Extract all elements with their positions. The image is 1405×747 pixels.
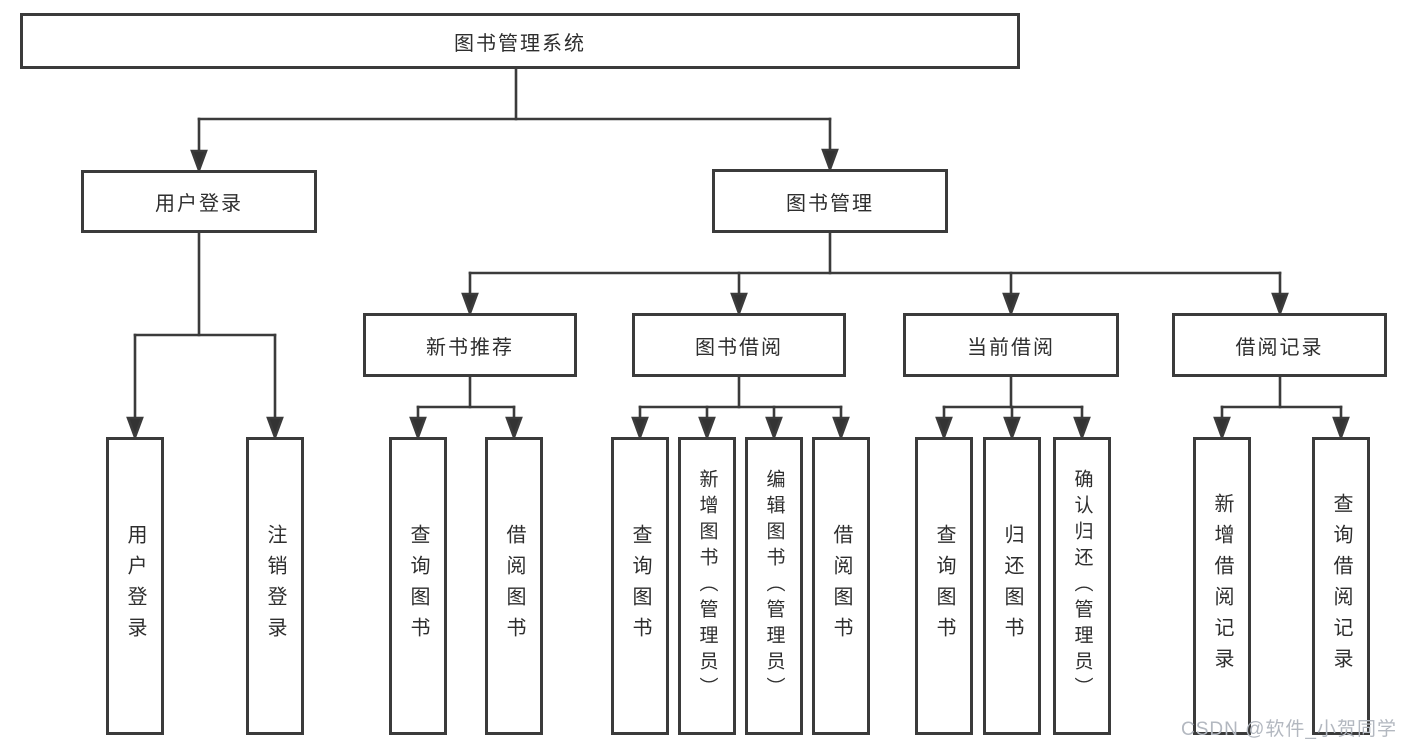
- connector-new-book-recommend: [409, 375, 523, 441]
- arrowhead: [1002, 292, 1020, 317]
- node-book-management-label: 图书管理: [786, 192, 874, 215]
- connector-root: [190, 67, 839, 174]
- leaf-query-books-recommend: 查询图书: [389, 437, 447, 735]
- leaf-confirm-return-admin-label: 确认归还（管理员）: [1071, 469, 1093, 703]
- node-borrow-records: 借阅记录: [1172, 313, 1387, 377]
- arrowhead: [266, 416, 284, 441]
- arrowhead: [461, 292, 479, 317]
- connector-current-borrowing: [935, 375, 1091, 441]
- connector-book-borrowing: [631, 375, 850, 441]
- leaf-add-borrow-record-label: 新增借阅记录: [1211, 493, 1233, 679]
- arrowhead: [1332, 416, 1350, 441]
- leaf-query-borrow-record-label: 查询借阅记录: [1330, 493, 1352, 679]
- leaf-borrow-books-recommend-label: 借阅图书: [503, 524, 525, 648]
- leaf-query-books-current: 查询图书: [915, 437, 973, 735]
- arrowhead: [190, 149, 208, 174]
- leaf-query-books-recommend-label: 查询图书: [407, 524, 429, 648]
- node-new-book-recommend: 新书推荐: [363, 313, 577, 377]
- node-user-login: 用户登录: [81, 170, 317, 233]
- connector-user-login: [126, 231, 284, 441]
- leaf-add-books-admin: 新增图书（管理员）: [678, 437, 736, 735]
- node-root: 图书管理系统: [20, 13, 1020, 69]
- connector-book-management: [461, 231, 1289, 317]
- arrowhead: [1213, 416, 1231, 441]
- arrowhead: [1073, 416, 1091, 441]
- node-book-borrowing-label: 图书借阅: [695, 336, 783, 359]
- arrowhead: [765, 416, 783, 441]
- leaf-add-borrow-record: 新增借阅记录: [1193, 437, 1251, 735]
- leaf-user-login-label: 用户登录: [124, 524, 146, 648]
- leaf-add-books-admin-label: 新增图书（管理员）: [696, 469, 718, 703]
- leaf-user-login: 用户登录: [106, 437, 164, 735]
- leaf-borrow-books-borrowing: 借阅图书: [812, 437, 870, 735]
- node-current-borrowing-label: 当前借阅: [967, 336, 1055, 359]
- arrowhead: [505, 416, 523, 441]
- arrowhead: [1271, 292, 1289, 317]
- arrowhead: [698, 416, 716, 441]
- node-borrow-records-label: 借阅记录: [1235, 336, 1324, 359]
- arrowhead: [409, 416, 427, 441]
- leaf-confirm-return-admin: 确认归还（管理员）: [1053, 437, 1111, 735]
- node-user-login-label: 用户登录: [155, 193, 243, 215]
- node-book-management: 图书管理: [712, 169, 948, 233]
- leaf-logout: 注销登录: [246, 437, 304, 735]
- arrowhead: [730, 292, 748, 317]
- node-root-label: 图书管理系统: [454, 32, 586, 55]
- csdn-watermark: CSDN @软件_小贺同学: [1181, 719, 1397, 740]
- connector-borrow-records: [1213, 375, 1350, 441]
- node-book-borrowing: 图书借阅: [632, 313, 846, 377]
- leaf-borrow-books-recommend: 借阅图书: [485, 437, 543, 735]
- leaf-logout-label: 注销登录: [264, 524, 286, 648]
- leaf-return-books-label: 归还图书: [1001, 524, 1023, 648]
- leaf-edit-books-admin-label: 编辑图书（管理员）: [763, 469, 785, 703]
- arrowhead: [935, 416, 953, 441]
- leaf-query-books-borrowing: 查询图书: [611, 437, 669, 735]
- leaf-edit-books-admin: 编辑图书（管理员）: [745, 437, 803, 735]
- leaf-return-books: 归还图书: [983, 437, 1041, 735]
- leaf-query-borrow-record: 查询借阅记录: [1312, 437, 1370, 735]
- leaf-borrow-books-borrowing-label: 借阅图书: [830, 524, 852, 648]
- arrowhead: [821, 148, 839, 173]
- arrowhead: [832, 416, 850, 441]
- leaf-query-books-borrowing-label: 查询图书: [629, 524, 651, 648]
- node-new-book-recommend-label: 新书推荐: [426, 336, 514, 359]
- node-current-borrowing: 当前借阅: [903, 313, 1119, 377]
- arrowhead: [1003, 416, 1021, 441]
- leaf-query-books-current-label: 查询图书: [933, 524, 955, 648]
- arrowhead: [631, 416, 649, 441]
- arrowhead: [126, 416, 144, 441]
